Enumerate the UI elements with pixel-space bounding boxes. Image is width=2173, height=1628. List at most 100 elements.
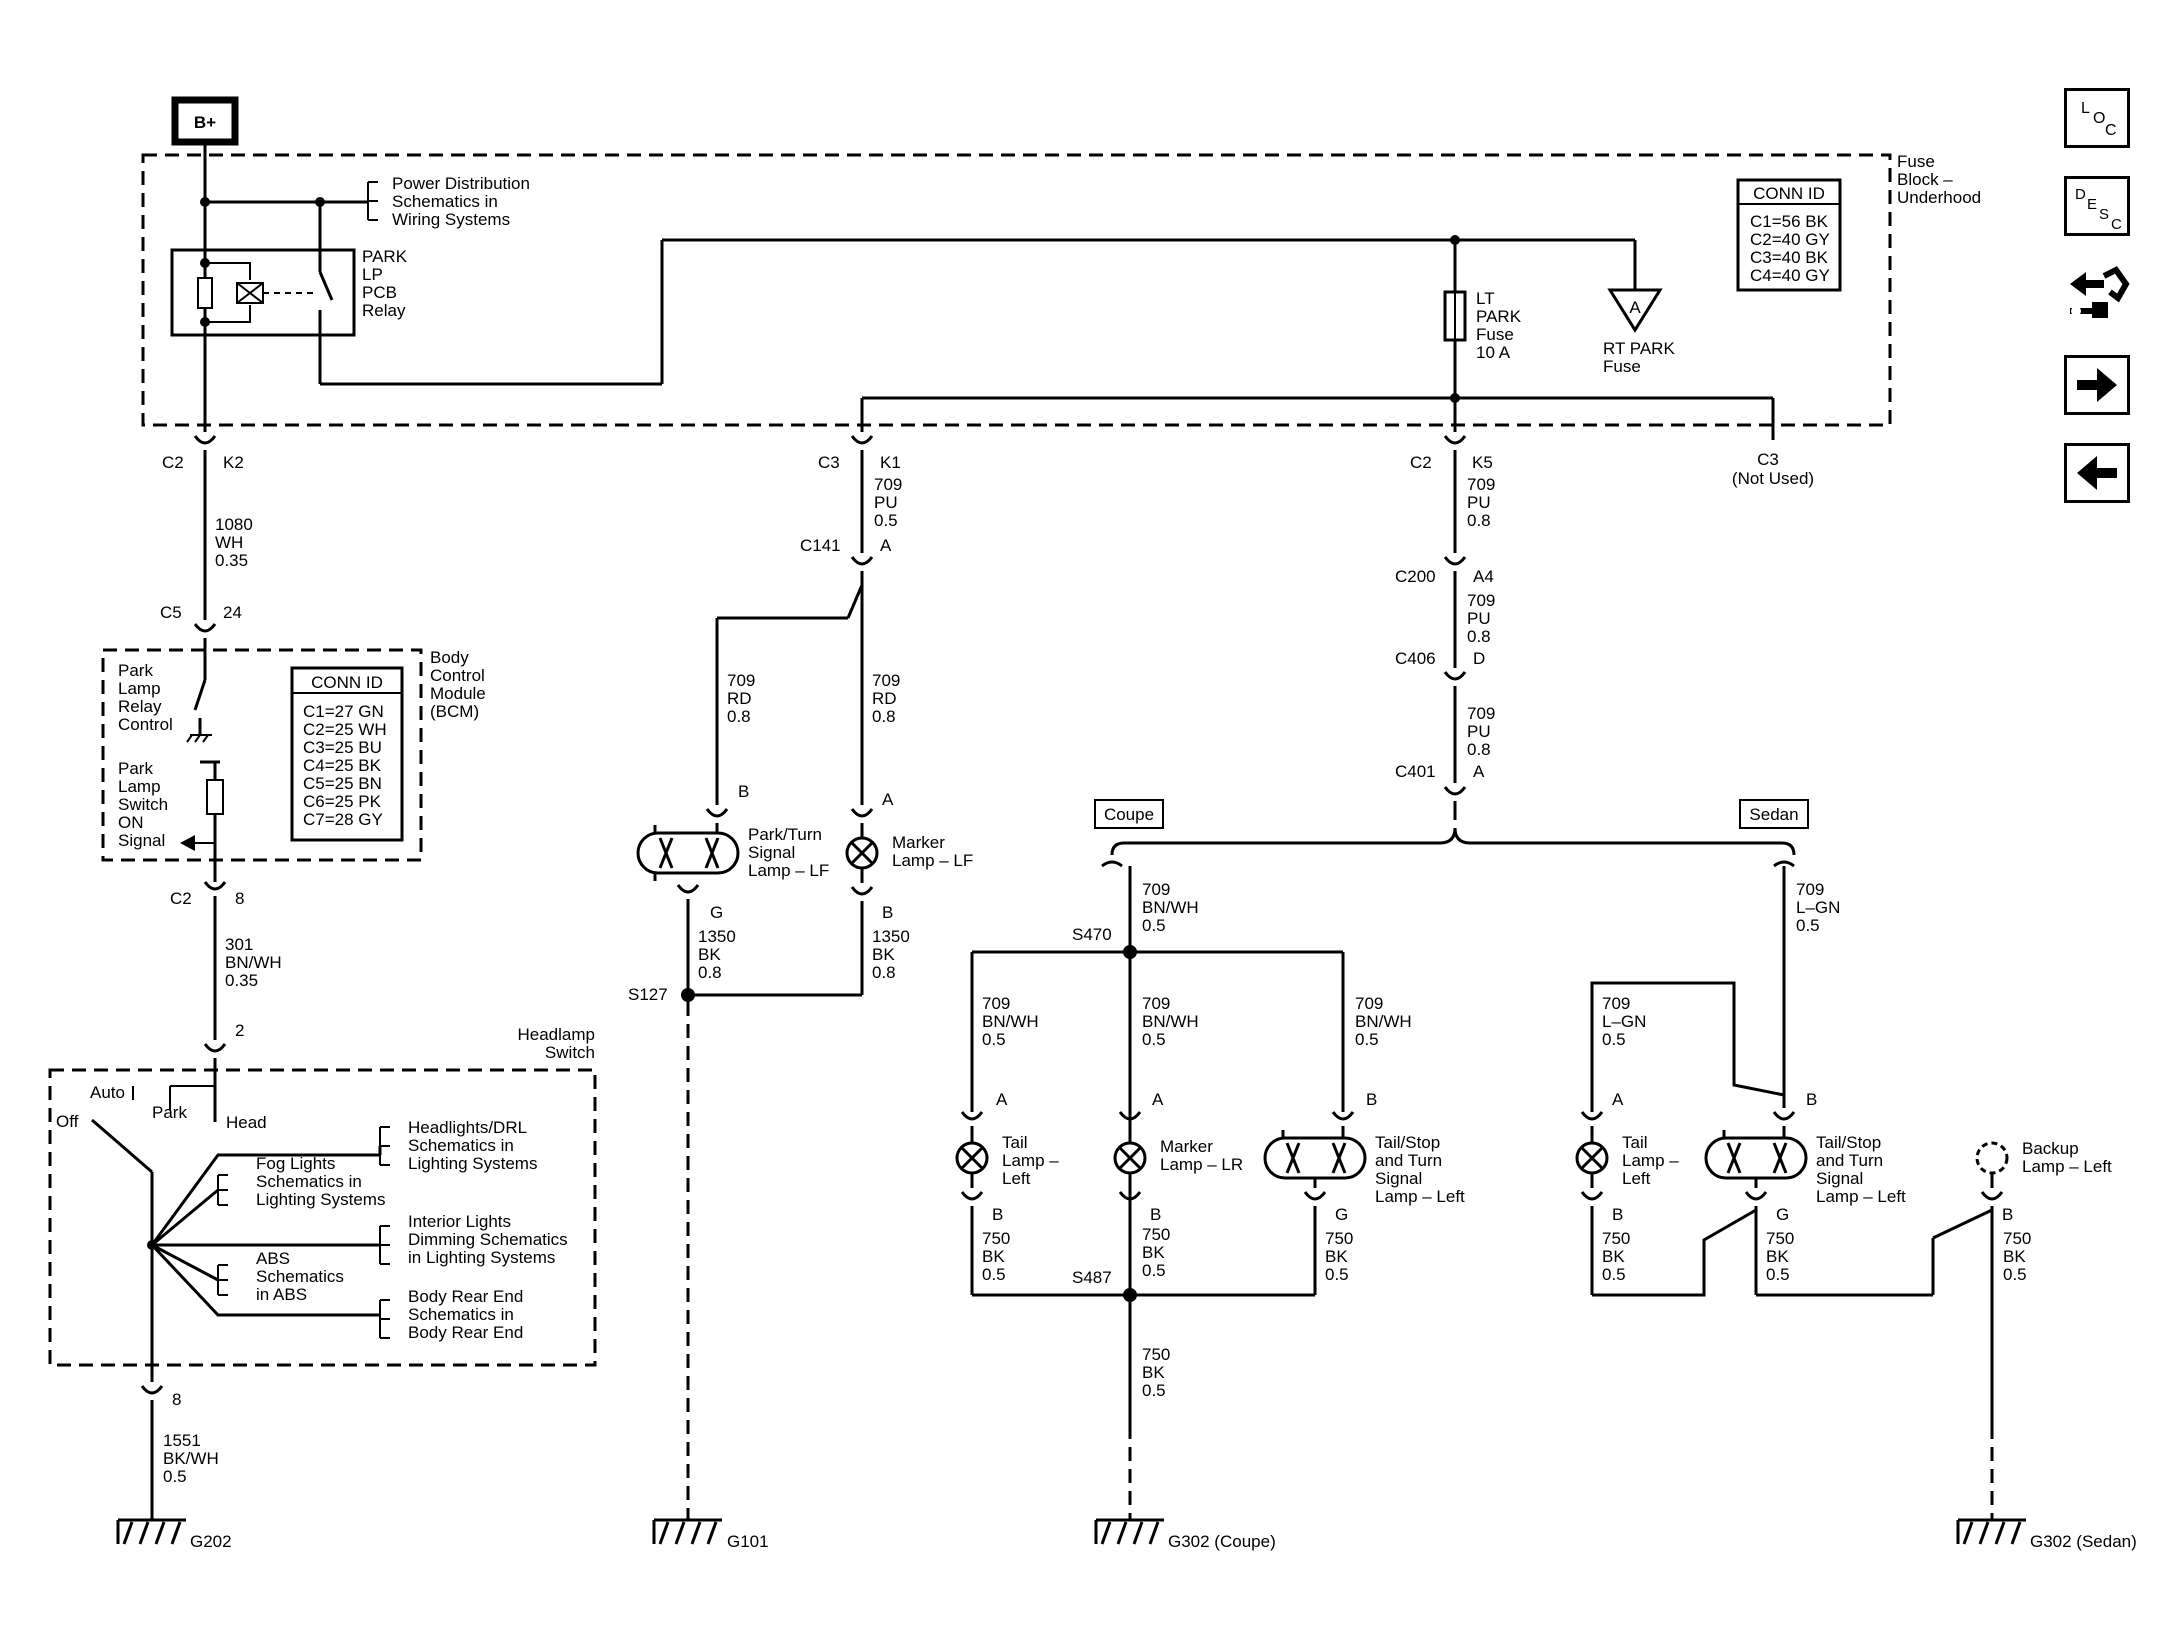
pin-b-marker-lr: B	[1150, 1205, 1161, 1224]
pin-b-tail-stop-sedan: B	[1806, 1090, 1817, 1109]
connector-pin-2	[203, 1043, 227, 1053]
headlamp-switch-outline	[48, 1068, 597, 1367]
ground-g302-coupe: G302 (Coupe)	[1094, 1518, 1276, 1551]
connector-c401-a: C401 A	[1395, 762, 1485, 796]
svg-text:G302 (Coupe): G302 (Coupe)	[1168, 1532, 1276, 1551]
connector-c5-24: C5 24	[160, 603, 242, 633]
pin-a-tail-sedan: A	[1612, 1090, 1624, 1109]
headlamp-switch-head: Head	[226, 1113, 267, 1132]
svg-text:C401: C401	[1395, 762, 1436, 781]
svg-text:C141: C141	[800, 536, 841, 555]
svg-text:8: 8	[235, 889, 244, 908]
next-arrow-button[interactable]	[2064, 355, 2130, 415]
headlamp-switch-auto: Auto	[90, 1083, 125, 1102]
park-lamp-relay	[170, 248, 356, 337]
pin-g-tail-stop-sedan: G	[1776, 1205, 1789, 1224]
rt-park-fuse-ref: A	[1629, 298, 1641, 317]
ground-g202: G202	[116, 1518, 232, 1551]
left-arrow-icon	[2077, 456, 2117, 490]
tail-stop-lamp-left-coupe	[1263, 1130, 1367, 1180]
variant-coupe: Coupe	[1094, 799, 1164, 829]
connector-pin-8	[140, 1385, 164, 1395]
pin-b-marker-lf: B	[882, 903, 893, 922]
battery-positive-label: B+	[194, 113, 216, 132]
svg-text:G202: G202	[190, 1532, 232, 1551]
marker-lamp-lr	[1113, 1141, 1147, 1175]
pin-a-tail-coupe: A	[996, 1090, 1008, 1109]
pin-g-tail-stop-coupe: G	[1335, 1205, 1348, 1224]
connector-c141-a: C141 A	[800, 536, 892, 566]
bcm-outline	[101, 648, 423, 862]
bcm-conn-id-box	[290, 666, 404, 842]
fuse-block-outline	[141, 153, 1892, 427]
tail-lamp-left-coupe	[955, 1141, 989, 1175]
svg-text:A4: A4	[1473, 567, 1494, 586]
svg-text:C406: C406	[1395, 649, 1436, 668]
headlamp-switch-off: Off	[56, 1112, 79, 1131]
ground-g302-sedan: G302 (Sedan)	[1956, 1518, 2137, 1551]
connector-pin-2-label: 2	[235, 1021, 244, 1040]
svg-text:24: 24	[223, 603, 242, 622]
park-turn-lamp-lf	[636, 825, 740, 881]
prev-arrow-button[interactable]	[2064, 443, 2130, 503]
ground-g101: G101	[652, 1518, 769, 1551]
tail-stop-lamp-left-sedan	[1704, 1130, 1808, 1180]
desc-letter-e: E	[2087, 196, 2097, 213]
loc-button[interactable]: L O C	[2064, 88, 2130, 148]
desc-button[interactable]: D E S C	[2064, 176, 2130, 236]
desc-letter-d: D	[2075, 186, 2086, 203]
svg-text:K5: K5	[1472, 453, 1493, 472]
right-arrow-icon	[2077, 368, 2117, 402]
pin-b-tail-coupe: B	[992, 1205, 1003, 1224]
svg-text:G101: G101	[727, 1532, 769, 1551]
marker-lamp-lf	[845, 836, 879, 870]
loc-letter-c: C	[2105, 122, 2117, 139]
connector-c3-not-used: C3(Not Used)	[1732, 450, 1814, 488]
tail-lamp-left-sedan	[1575, 1141, 1609, 1175]
fuse-block-conn-id-title: CONN ID	[1753, 184, 1825, 203]
headlamp-switch-park: Park	[152, 1103, 187, 1122]
svg-text:D: D	[1473, 649, 1485, 668]
desc-letter-s: S	[2099, 206, 2109, 223]
pin-a-marker-lf: A	[882, 790, 894, 809]
connector-icon	[2070, 266, 2130, 318]
connector-button[interactable]	[2064, 262, 2130, 328]
